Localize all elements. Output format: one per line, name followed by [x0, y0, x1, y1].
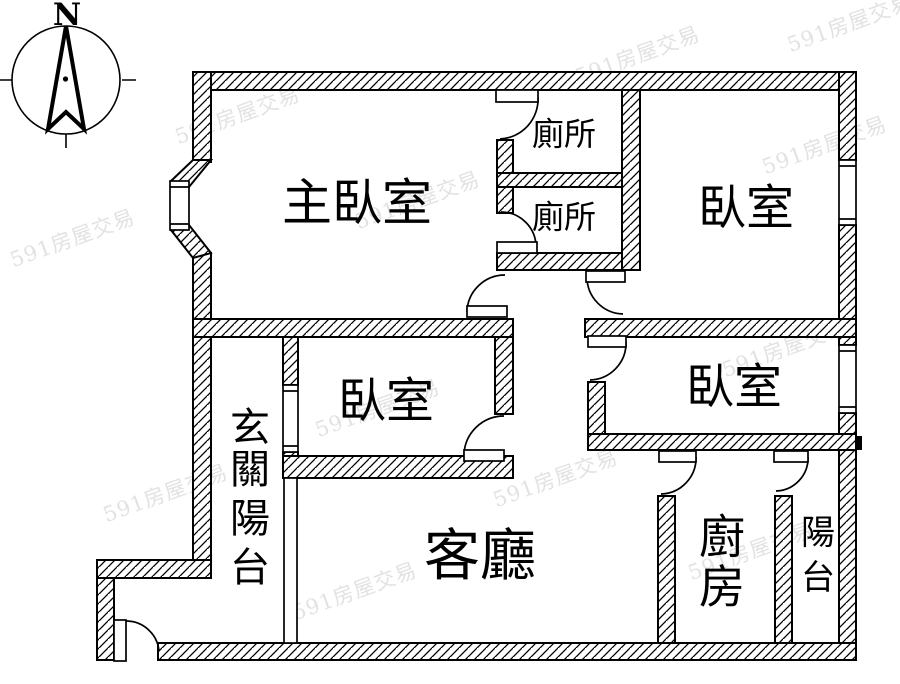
watermark-text: 591房屋交易 — [784, 0, 900, 57]
room-label-bedroom-mid-left: 臥室 — [338, 373, 434, 429]
walls — [96, 71, 857, 661]
door-master-bedroom — [466, 274, 508, 318]
room-label-master-bedroom: 主臥室 — [282, 174, 432, 232]
watermark-text: 591房屋交易 — [172, 82, 303, 149]
window-midleft-bedroom — [282, 384, 299, 453]
doors — [113, 89, 809, 662]
wall-left-middle — [192, 252, 212, 579]
window-right-middle-panes — [839, 350, 856, 408]
door-arc — [499, 96, 539, 140]
wall-toilet-middle — [496, 172, 641, 188]
door-bedroom-top-right — [585, 270, 626, 315]
wall-top — [192, 71, 857, 91]
watermark-text: 591房屋交易 — [7, 205, 138, 272]
room-label-living-room: 客廳 — [424, 524, 536, 589]
svg-text:關: 關 — [230, 447, 270, 493]
wall-midright-bedroom-bottom — [587, 433, 857, 451]
wall-kitchen-balcony-divider — [774, 495, 793, 644]
wall-pillar-tick — [856, 436, 862, 450]
wall-bottom — [157, 642, 857, 661]
room-label-bedroom-mid-right: 臥室 — [686, 359, 782, 415]
north-label: N — [53, 0, 81, 33]
door-bedroom-mid-left — [463, 415, 505, 462]
wall-kitchen-left — [657, 495, 676, 644]
svg-text:陽: 陽 — [801, 513, 835, 553]
compass-center-dot — [62, 76, 69, 82]
bay-window — [169, 180, 190, 231]
wall-midleft-bedroom-right — [494, 336, 514, 415]
wall-midleft-bedroom-bottom — [282, 455, 514, 479]
compass-ticks — [0, 79, 136, 148]
room-label-entry-balcony: 玄 關 陽 台 — [230, 405, 270, 591]
door-leaf — [466, 305, 508, 318]
svg-text:台: 台 — [801, 558, 835, 598]
door-balcony — [773, 450, 809, 492]
room-label-toilet-top: 廁所 — [532, 115, 596, 153]
windows — [169, 159, 857, 644]
wall-left-lower — [96, 577, 115, 661]
door-leaf — [585, 270, 626, 283]
wall-right-upper — [838, 71, 857, 161]
door-arc — [589, 341, 627, 381]
door-leaf — [587, 335, 627, 348]
wall-toilet-right — [621, 89, 641, 271]
door-arc — [463, 415, 505, 456]
door-entrance — [113, 619, 160, 662]
wall-left-jog — [96, 559, 212, 579]
door-arc — [586, 276, 624, 315]
door-leaf — [496, 241, 538, 254]
wall-bedrooms-right-divider — [584, 318, 857, 338]
wall-midleft-bedroom-left-upper — [282, 336, 299, 386]
door-bedroom-mid-right — [587, 335, 627, 381]
room-label-bedroom-top-right: 臥室 — [698, 180, 794, 236]
svg-text:玄: 玄 — [230, 405, 270, 451]
window-right-middle — [838, 344, 857, 414]
wall-master-bottom — [192, 318, 514, 338]
door-toilet-bottom — [496, 211, 538, 254]
door-leaf — [495, 89, 539, 103]
entry-balcony-partition — [283, 477, 298, 644]
compass: N — [0, 0, 136, 148]
door-arc — [660, 456, 697, 495]
door-kitchen — [658, 450, 697, 495]
window-right-top-panes — [839, 165, 856, 220]
door-leaf — [463, 449, 505, 462]
svg-text:廚: 廚 — [699, 510, 745, 564]
room-label-toilet-bottom: 廁所 — [532, 198, 596, 236]
door-toilet-top — [495, 89, 539, 140]
wall-toilet-bottom — [496, 252, 641, 271]
bay-window-panes — [170, 186, 189, 225]
door-leaf — [658, 450, 697, 463]
room-label-balcony: 陽 台 — [801, 513, 835, 598]
watermark-text: 591房屋交易 — [759, 112, 890, 179]
window-midleft-bedroom-panes — [283, 390, 298, 447]
door-arc — [500, 211, 537, 248]
svg-text:陽: 陽 — [230, 496, 270, 542]
watermark-text: 591房屋交易 — [289, 558, 420, 625]
room-labels: 主臥室 廁所 廁所 臥室 臥室 臥室 客廳 玄 關 陽 台 廚 房 陽 台 — [230, 115, 835, 614]
wall-left-upper — [192, 71, 212, 163]
room-label-kitchen: 廚 房 — [699, 510, 745, 614]
door-leaf — [773, 450, 809, 463]
door-arc — [125, 620, 160, 652]
door-leaf — [113, 619, 127, 662]
window-right-top — [838, 159, 857, 226]
svg-text:台: 台 — [230, 545, 270, 591]
svg-text:房: 房 — [699, 560, 745, 614]
